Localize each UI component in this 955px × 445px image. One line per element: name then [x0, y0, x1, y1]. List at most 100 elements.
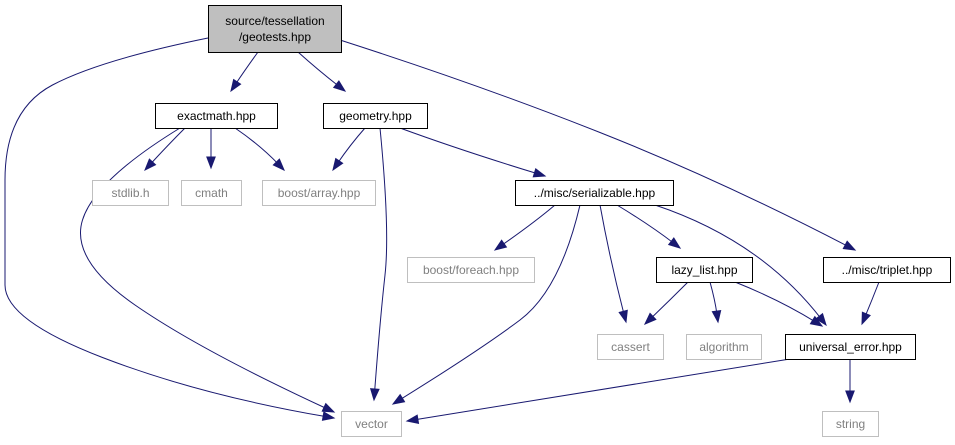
edge-line [339, 39, 849, 247]
node-box [785, 334, 916, 360]
edge-line [650, 281, 689, 319]
node-box [407, 257, 535, 283]
node-box [822, 411, 879, 437]
edge-line [864, 281, 880, 317]
node-label: cmath [195, 186, 228, 200]
node-label: algorithm [699, 340, 748, 354]
node-box [155, 103, 278, 129]
edge-arrowhead [321, 411, 336, 421]
edge-line [414, 358, 791, 421]
node-box [181, 180, 242, 206]
node-label: universal_error.hpp [799, 340, 902, 354]
edge-arrowhead [845, 390, 855, 404]
node-label: geometry.hpp [339, 109, 412, 123]
edge-serializable-to-universalerror [654, 204, 827, 327]
edge-root-to-triplet [339, 39, 857, 251]
node-label: cassert [611, 340, 650, 354]
edge-arrowhead [493, 239, 508, 251]
node-boostforeach: boost/foreach.hpp [407, 257, 535, 283]
edge-root-to-vector [4, 37, 336, 421]
edge-line [599, 204, 625, 315]
node-box [656, 257, 753, 283]
node-label: boost/foreach.hpp [423, 263, 519, 277]
node-serializable[interactable]: ../misc/serializable.hpp [515, 180, 674, 206]
edge-arrowhead [618, 309, 628, 324]
node-label: string [836, 417, 865, 431]
node-geometry[interactable]: geometry.hpp [323, 103, 428, 129]
edge-arrowhead [667, 237, 682, 249]
edge-geometry-to-serializable [399, 127, 547, 178]
edge-line [399, 127, 538, 175]
node-lazylist[interactable]: lazy_list.hpp [656, 257, 753, 283]
edge-arrowhead [861, 311, 871, 326]
edge-arrowhead [711, 309, 722, 324]
edge-arrowhead [405, 414, 420, 425]
edge-arrowhead [321, 402, 336, 413]
edge-line [4, 37, 327, 418]
edge-arrowhead [272, 158, 285, 172]
edge-line [297, 51, 339, 87]
edge-serializable-to-vector [391, 204, 581, 405]
node-boostarray: boost/array.hpp [262, 180, 376, 206]
edge-arrowhead [332, 80, 347, 92]
node-cmath: cmath [181, 180, 242, 206]
edge-line [80, 127, 327, 410]
edge-line [337, 127, 366, 164]
edge-line [235, 51, 259, 85]
node-box [686, 334, 762, 360]
edge-serializable-to-cassert [599, 204, 628, 324]
node-label: lazy_list.hpp [671, 263, 737, 277]
node-stdlib: stdlib.h [92, 180, 169, 206]
edge-lazylist-to-universalerror [734, 281, 824, 327]
node-box [92, 180, 169, 206]
edge-arrowhead [842, 240, 857, 251]
node-box [208, 5, 342, 53]
edge-line [150, 127, 186, 165]
edge-geometry-to-boostarray [332, 127, 366, 172]
node-triplet[interactable]: ../misc/triplet.hpp [823, 257, 951, 283]
node-vector: vector [341, 411, 402, 437]
edge-arrowhead [809, 315, 824, 327]
node-label: boost/array.hpp [278, 186, 361, 200]
edge-line [501, 204, 556, 246]
node-box [823, 257, 951, 283]
node-box [262, 180, 376, 206]
edge-arrowhead [643, 312, 657, 325]
node-label: ../misc/triplet.hpp [842, 263, 933, 277]
node-label: source/tessellation [225, 14, 324, 28]
node-label: ../misc/serializable.hpp [534, 186, 656, 200]
node-algorithm: algorithm [686, 334, 762, 360]
edge-line [709, 281, 718, 315]
edge-line [734, 281, 816, 323]
node-label: /geotests.hpp [239, 30, 311, 44]
edge-lazylist-to-cassert [643, 281, 689, 325]
node-exactmath[interactable]: exactmath.hpp [155, 103, 278, 129]
edge-arrowhead [144, 158, 157, 172]
edge-exactmath-to-boostarray [234, 127, 285, 172]
edge-root-to-geometry [297, 51, 347, 92]
node-label: exactmath.hpp [177, 109, 256, 123]
node-box [597, 334, 664, 360]
edges-layer [4, 37, 880, 425]
edge-arrowhead [815, 312, 827, 327]
edge-arrowhead [230, 78, 242, 93]
nodes-layer: source/tessellation/geotests.hpp exactmat… [92, 5, 951, 437]
node-string: string [822, 411, 879, 437]
edge-geometry-to-vector [369, 127, 388, 402]
edge-exactmath-to-stdlib [144, 127, 186, 172]
edge-arrowhead [332, 157, 344, 172]
edge-serializable-to-lazylist [616, 204, 682, 249]
edge-line [374, 127, 388, 393]
edge-universalerror-to-vector [405, 358, 791, 425]
node-box [323, 103, 428, 129]
edge-exactmath-to-cmath [206, 127, 216, 170]
edge-line [234, 127, 279, 165]
edge-arrowhead [206, 156, 216, 170]
edge-line [616, 204, 674, 244]
node-universalerror[interactable]: universal_error.hpp [785, 334, 916, 360]
edge-arrowhead [391, 393, 406, 405]
edge-arrowhead [532, 167, 547, 178]
node-root[interactable]: source/tessellation/geotests.hpp [208, 5, 342, 53]
edge-root-to-exactmath [230, 51, 259, 93]
